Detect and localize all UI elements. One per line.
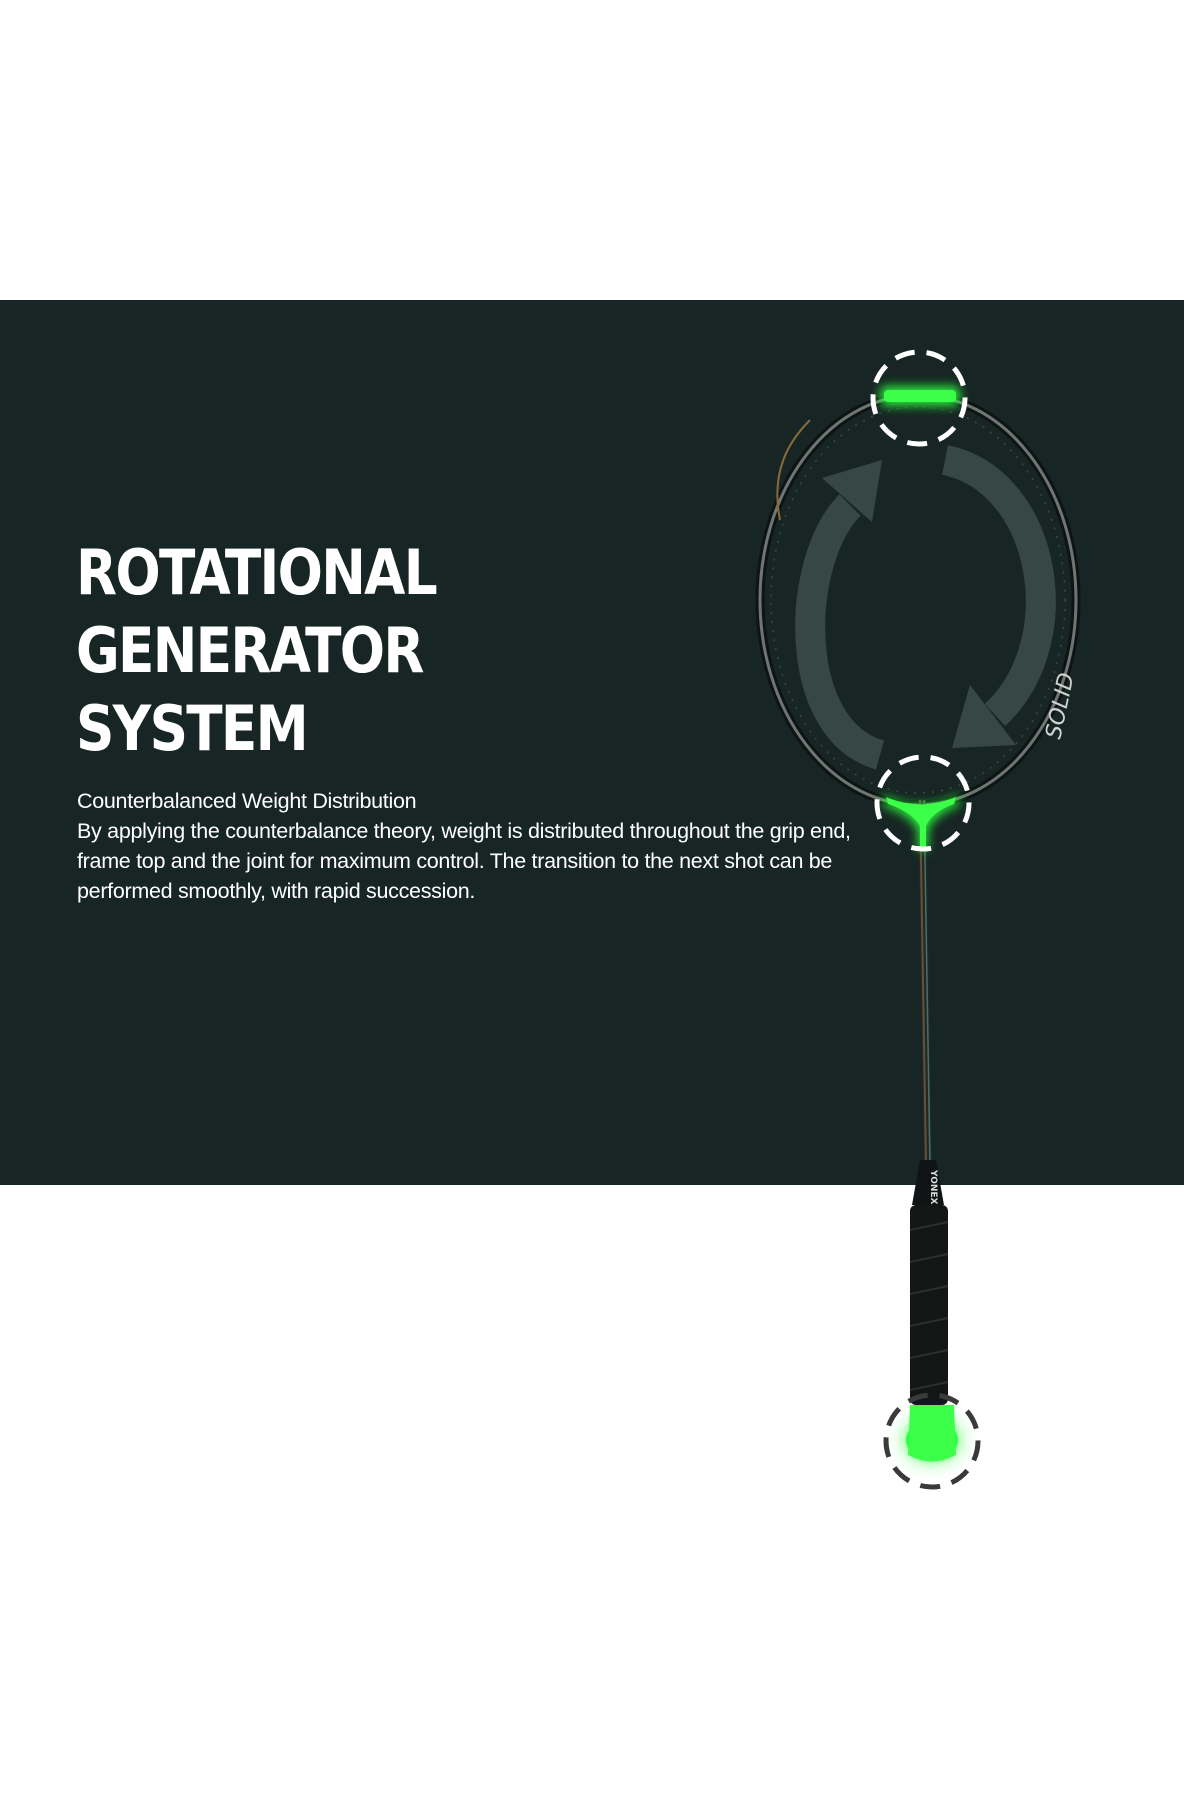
title-line-3: SYSTEM (76, 692, 309, 765)
racket-handle: YONEX (909, 1160, 949, 1405)
highlight-grip-end (883, 1392, 981, 1490)
feature-title: ROTATIONAL GENERATOR SYSTEM (76, 534, 438, 768)
feature-subtitle: Counterbalanced Weight Distribution (77, 789, 417, 813)
title-line-2: GENERATOR (76, 614, 424, 687)
feature-description: Counterbalanced Weight Distribution By a… (77, 786, 857, 906)
title-line-1: ROTATIONAL (76, 536, 438, 609)
feature-body: By applying the counterbalance theory, w… (77, 819, 851, 903)
